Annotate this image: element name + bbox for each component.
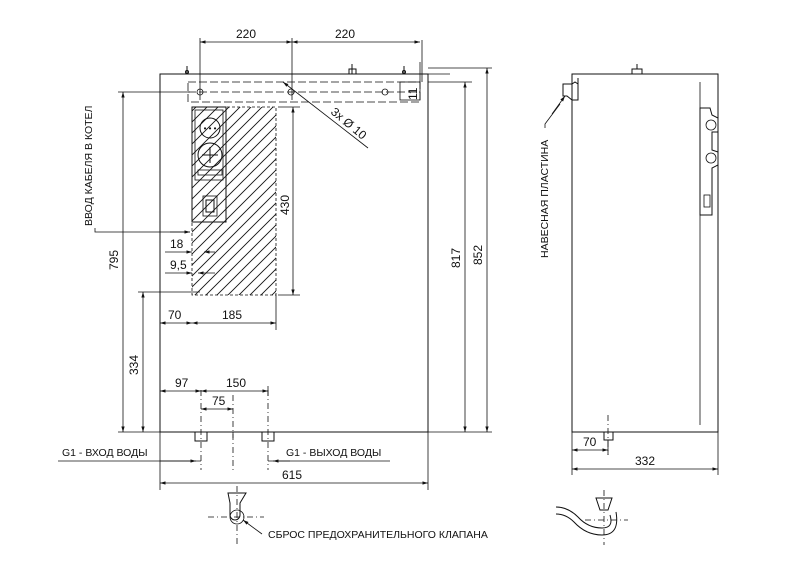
dim-334: 334	[127, 355, 141, 375]
dim-9-5: 9,5	[170, 258, 187, 272]
hatch-line	[205, 224, 276, 295]
hatch-line	[192, 107, 274, 189]
front-view: • • • 220 220 3x Ø 10	[0, 27, 511, 545]
hatch-line	[192, 107, 230, 145]
hatch-line	[192, 158, 276, 244]
hatch-line	[311, 100, 511, 300]
dim-70: 70	[168, 308, 182, 322]
boiler-housing-front	[159, 73, 429, 433]
side-view: НАВЕСНАЯ ПЛАСТИНА 70 332	[539, 64, 719, 545]
side-dim-70: 70	[583, 435, 597, 449]
power-switch-icon	[205, 199, 215, 213]
hatch-line	[300, 100, 500, 300]
hatch-line	[192, 107, 263, 178]
side-drain-siphon-icon	[555, 490, 628, 545]
dim-75: 75	[212, 394, 226, 408]
svg-text:• • •: • • •	[204, 124, 217, 133]
hatch-line	[192, 107, 252, 167]
hatch-line	[216, 235, 276, 295]
hatch-line	[192, 107, 219, 134]
hatch-line	[192, 125, 276, 211]
dim-150: 150	[226, 376, 246, 390]
holes-spec: 3x Ø 10	[328, 105, 369, 143]
relief-drain-siphon-icon	[208, 486, 264, 545]
dim-185: 185	[222, 308, 242, 322]
hatch-line	[192, 114, 276, 200]
hatch-line	[192, 169, 276, 255]
dim-97: 97	[175, 376, 189, 390]
hatch-line	[192, 107, 241, 156]
hatch-line	[192, 202, 276, 288]
boiler-housing-side	[571, 73, 719, 433]
water-outlet-label: G1 - ВЫХОД ВОДЫ	[286, 447, 381, 459]
hatch-line	[194, 213, 276, 295]
dim-top-left-220: 220	[236, 27, 256, 41]
cable-entry-label: ВВОД КАБЕЛЯ В КОТЕЛ	[83, 105, 95, 226]
dim-18: 18	[170, 237, 184, 251]
dim-817: 817	[449, 248, 463, 268]
hatch-line	[238, 257, 276, 295]
hatch-line	[278, 100, 478, 300]
mounting-plate-label: НАВЕСНАЯ ПЛАСТИНА	[539, 140, 551, 258]
cable-entry-zone	[0, 100, 511, 300]
dim-top-right-220: 220	[335, 27, 355, 41]
side-dim-332: 332	[635, 454, 655, 468]
hatch-line	[227, 246, 276, 295]
mounting-plate-hook-icon	[562, 81, 579, 101]
relief-drain-label: СБРОС ПРЕДОХРАНИТЕЛЬНОГО КЛАПАНА	[268, 529, 488, 541]
hatch-line	[192, 191, 276, 277]
hatch-line	[192, 180, 276, 266]
side-control-profile	[699, 107, 719, 216]
hatch-line	[192, 136, 276, 222]
hatch-line	[0, 100, 192, 300]
dim-852: 852	[471, 245, 485, 265]
dim-795: 795	[107, 250, 121, 270]
dim-11: 11	[406, 87, 420, 100]
hatch-line	[289, 100, 489, 300]
dim-430: 430	[278, 195, 292, 215]
dim-615: 615	[282, 468, 302, 482]
thermostat-dial-icon	[197, 142, 223, 168]
hatch-line	[192, 147, 276, 233]
indicator-dial-icon	[199, 117, 221, 139]
water-inlet-label: G1 - ВХОД ВОДЫ	[62, 447, 148, 459]
